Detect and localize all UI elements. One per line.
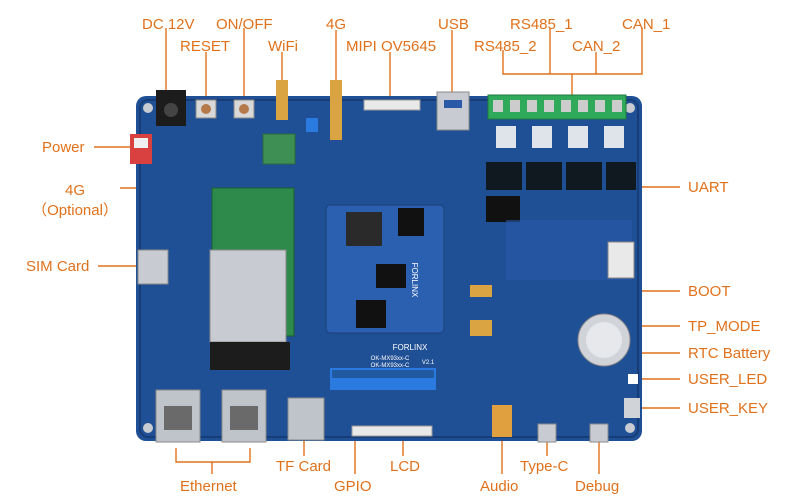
audio-jack: [492, 405, 512, 437]
label-can-2: CAN_2: [572, 38, 621, 55]
label-4g: 4G: [326, 16, 347, 33]
label-dc12v: DC 12V: [142, 16, 195, 33]
onoff-button: [233, 99, 255, 119]
label-power: Power: [42, 139, 85, 156]
4g-module: [209, 187, 295, 370]
label-reset: RESET: [180, 38, 231, 55]
relay-blocks: [496, 126, 624, 148]
user-led: [628, 374, 638, 384]
leader-ethernet-bracket: [175, 448, 251, 463]
tf-card-slot: [287, 397, 325, 441]
tp-mode-switch: [470, 320, 492, 336]
boot-switch: [470, 285, 492, 297]
label-rs485-2: RS485_2: [474, 38, 537, 55]
mipi-connector: [363, 99, 421, 111]
label-lcd: LCD: [390, 458, 421, 475]
label-mipi: MIPI OV5645: [346, 38, 437, 55]
label-user-led: USER_LED: [688, 371, 768, 388]
wifi-antenna: [262, 80, 296, 165]
4g-antenna: [306, 80, 342, 140]
typec-port: [537, 423, 557, 443]
label-tp-mode: TP_MODE: [688, 318, 761, 335]
sim-holder: [137, 249, 169, 285]
core-model-2: OK-MX93xx-C: [371, 363, 410, 369]
core-model-1: OK-MX93xx-C: [371, 356, 410, 362]
usb-port: [436, 91, 470, 131]
reset-button: [195, 99, 217, 119]
mount-hole: [625, 103, 635, 113]
label-gpio: GPIO: [334, 478, 372, 495]
core-brand: FORLINX: [393, 343, 428, 352]
label-boot: BOOT: [688, 283, 731, 300]
label-tfcard: TF Card: [276, 458, 332, 475]
label-typec: Type-C: [520, 458, 569, 475]
lcd-connector: [351, 425, 433, 437]
label-debug: Debug: [575, 478, 620, 495]
label-ethernet: Ethernet: [180, 478, 237, 495]
silk-logo: FORLINX: [410, 263, 419, 298]
label-4g-optional-line1: 4G: [64, 182, 85, 199]
mount-hole: [143, 103, 153, 113]
label-user-key: USER_KEY: [688, 400, 769, 417]
label-wifi: WiFi: [268, 38, 298, 55]
core-version: V2.1: [422, 360, 435, 366]
dc-jack: [156, 90, 186, 126]
gpio-header: [330, 368, 436, 390]
terminal-block: [487, 94, 627, 120]
label-4g-optional-line2: （Optional）: [32, 202, 118, 219]
core-board: [325, 204, 445, 334]
label-can-1: CAN_1: [622, 16, 671, 33]
label-rs485-1: RS485_1: [510, 16, 573, 33]
isolation-area: [486, 162, 636, 190]
power-switch: [130, 134, 152, 164]
mount-hole: [143, 423, 153, 433]
label-sim: SIM Card: [26, 258, 90, 275]
mount-hole: [625, 423, 635, 433]
label-onoff: ON/OFF: [216, 16, 273, 33]
rtc-battery: [577, 313, 631, 367]
label-uart: UART: [688, 179, 729, 196]
label-rtc: RTC Battery: [688, 345, 771, 362]
ethernet-ports: [155, 389, 267, 443]
user-key: [624, 398, 640, 418]
label-audio: Audio: [480, 478, 519, 495]
debug-port: [589, 423, 609, 443]
uart-header: [486, 196, 520, 222]
label-usb: USB: [438, 16, 469, 33]
lcd-area: [506, 220, 635, 280]
